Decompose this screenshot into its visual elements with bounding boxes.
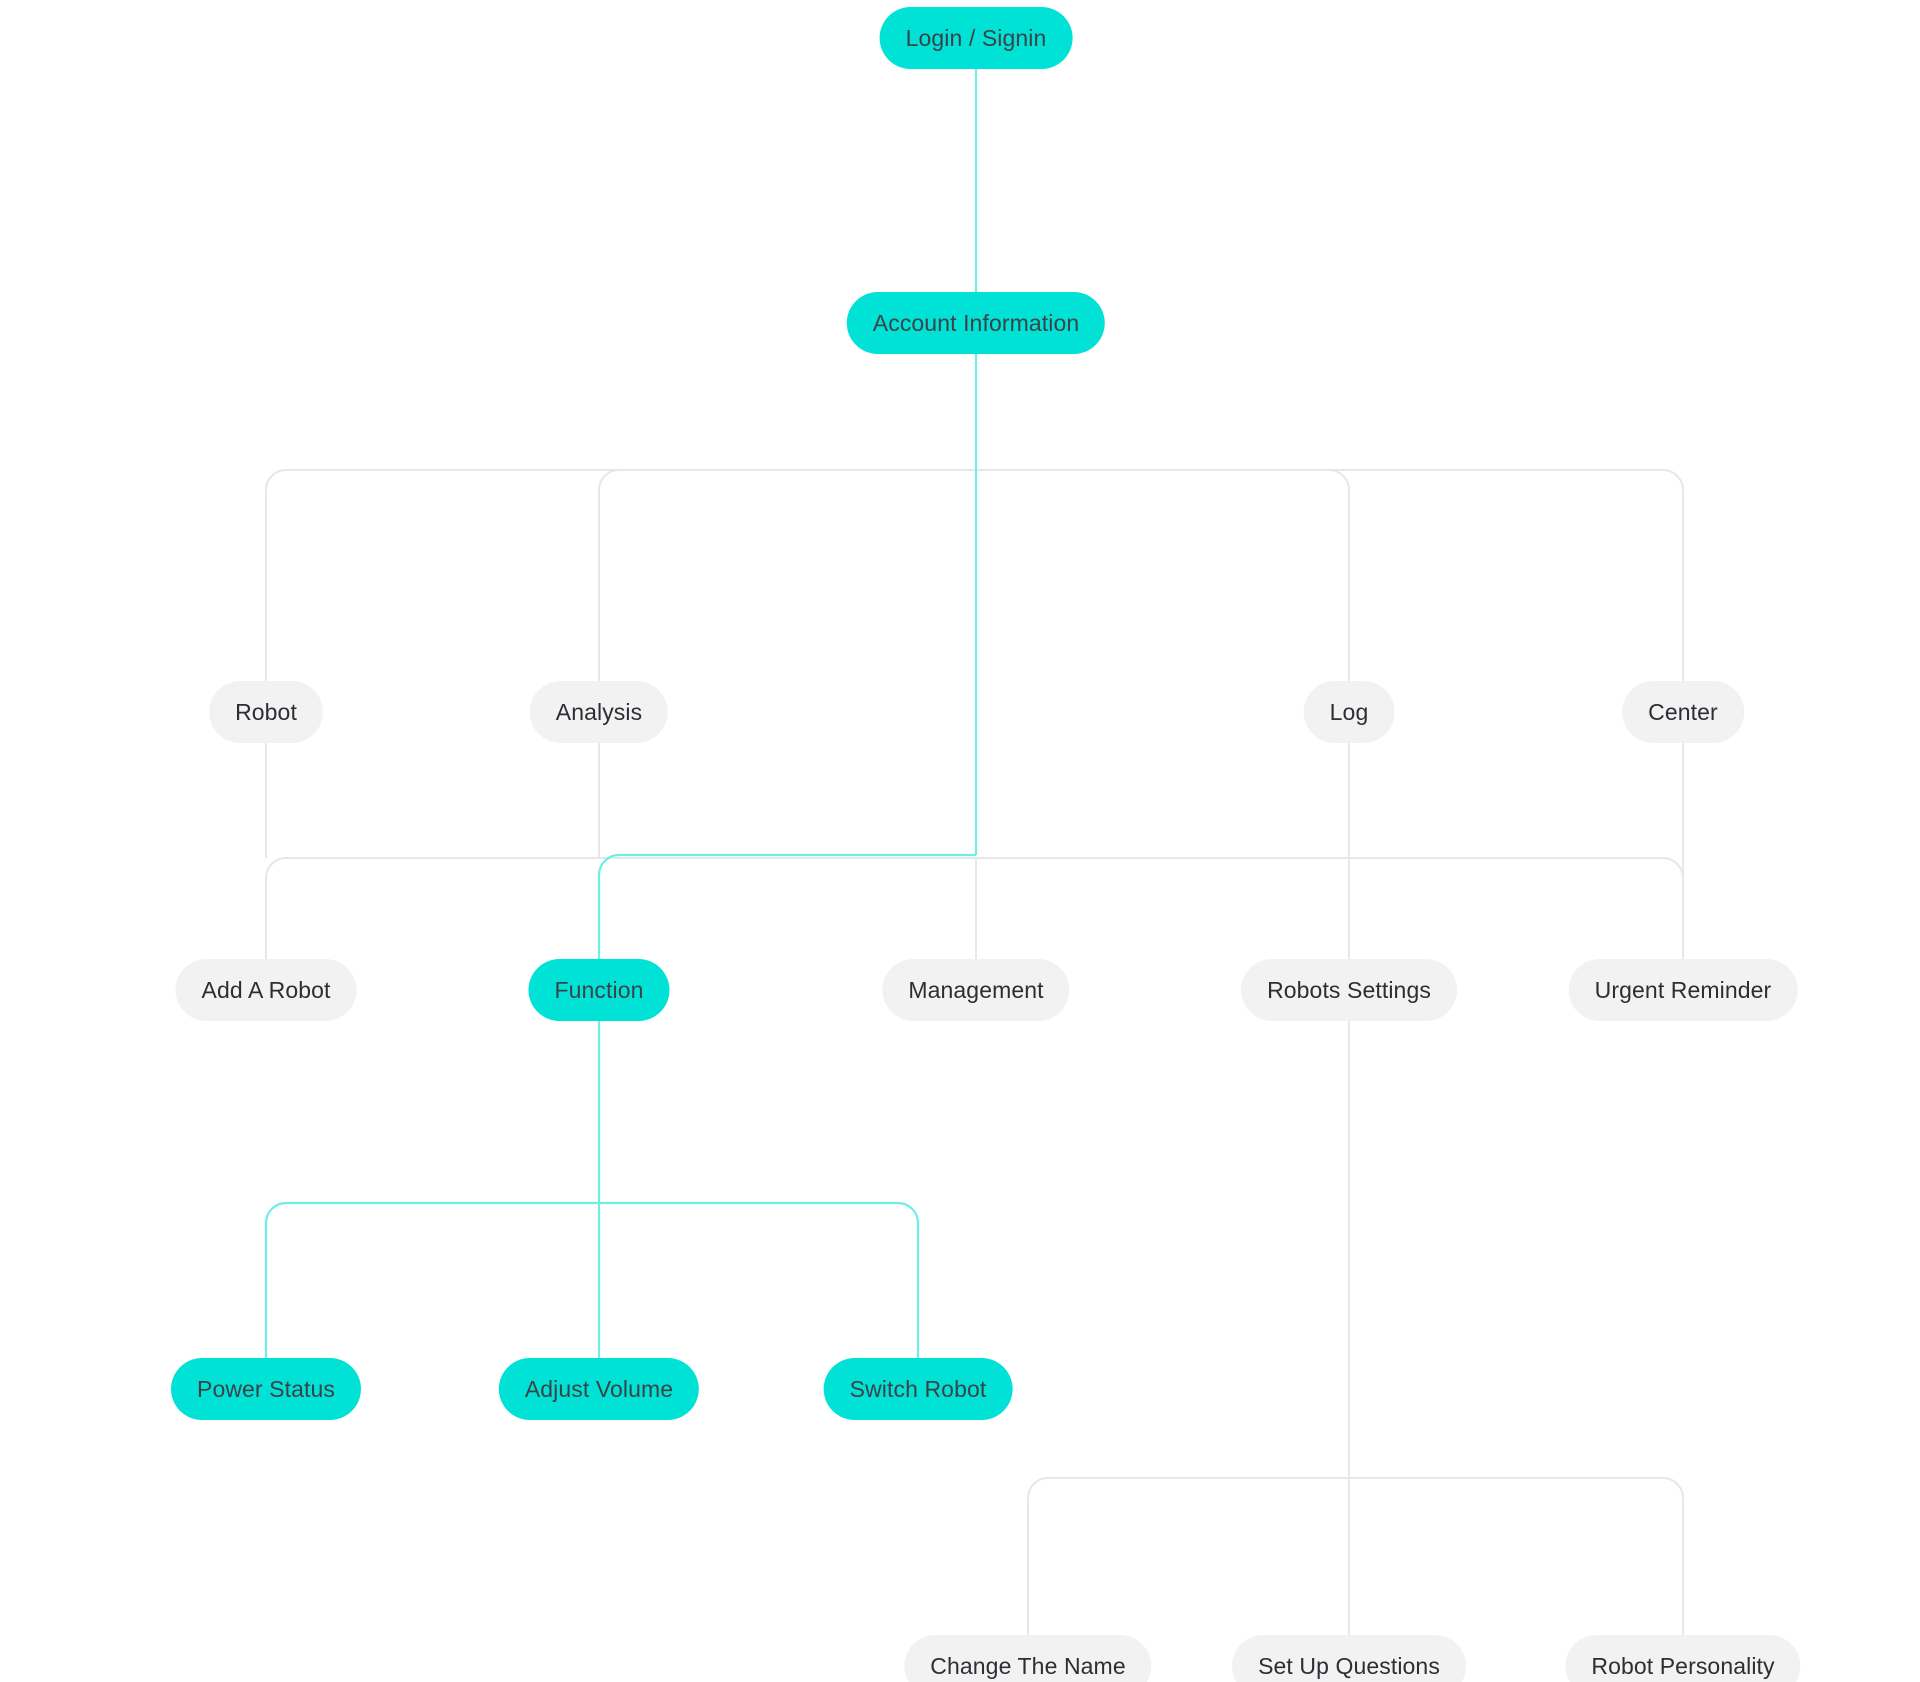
edge-settings-changename — [1027, 1477, 1049, 1635]
edge-trunk-to-function — [597, 853, 976, 959]
edge-account-robot — [265, 469, 287, 681]
node-log[interactable]: Log — [1303, 681, 1395, 743]
node-robot[interactable]: Robot — [209, 681, 323, 743]
node-function[interactable]: Function — [528, 959, 670, 1021]
edge-account-center — [1662, 469, 1684, 681]
edge-function-powerstatus — [264, 1201, 287, 1358]
node-login[interactable]: Login / Signin — [879, 7, 1073, 69]
node-power-status[interactable]: Power Status — [171, 1358, 361, 1420]
node-change-the-name[interactable]: Change The Name — [904, 1635, 1152, 1682]
edge-function-switchrobot — [897, 1201, 920, 1358]
edge-robot-addarobot — [265, 857, 287, 959]
edge-settings-personality — [1662, 1477, 1684, 1635]
node-robot-personality[interactable]: Robot Personality — [1565, 1635, 1801, 1682]
node-center[interactable]: Center — [1622, 681, 1744, 743]
node-switch-robot[interactable]: Switch Robot — [823, 1358, 1013, 1420]
node-add-a-robot[interactable]: Add A Robot — [175, 959, 357, 1021]
edge-account-log — [1328, 469, 1350, 681]
node-management[interactable]: Management — [882, 959, 1070, 1021]
node-urgent-reminder[interactable]: Urgent Reminder — [1568, 959, 1798, 1021]
node-robots-settings[interactable]: Robots Settings — [1241, 959, 1457, 1021]
node-analysis[interactable]: Analysis — [529, 681, 669, 743]
edge-account-analysis — [598, 469, 620, 681]
node-account-information[interactable]: Account Information — [846, 292, 1106, 354]
edge-center-urgentreminder — [1662, 857, 1684, 959]
node-adjust-volume[interactable]: Adjust Volume — [498, 1358, 700, 1420]
node-set-up-questions[interactable]: Set Up Questions — [1232, 1635, 1466, 1682]
